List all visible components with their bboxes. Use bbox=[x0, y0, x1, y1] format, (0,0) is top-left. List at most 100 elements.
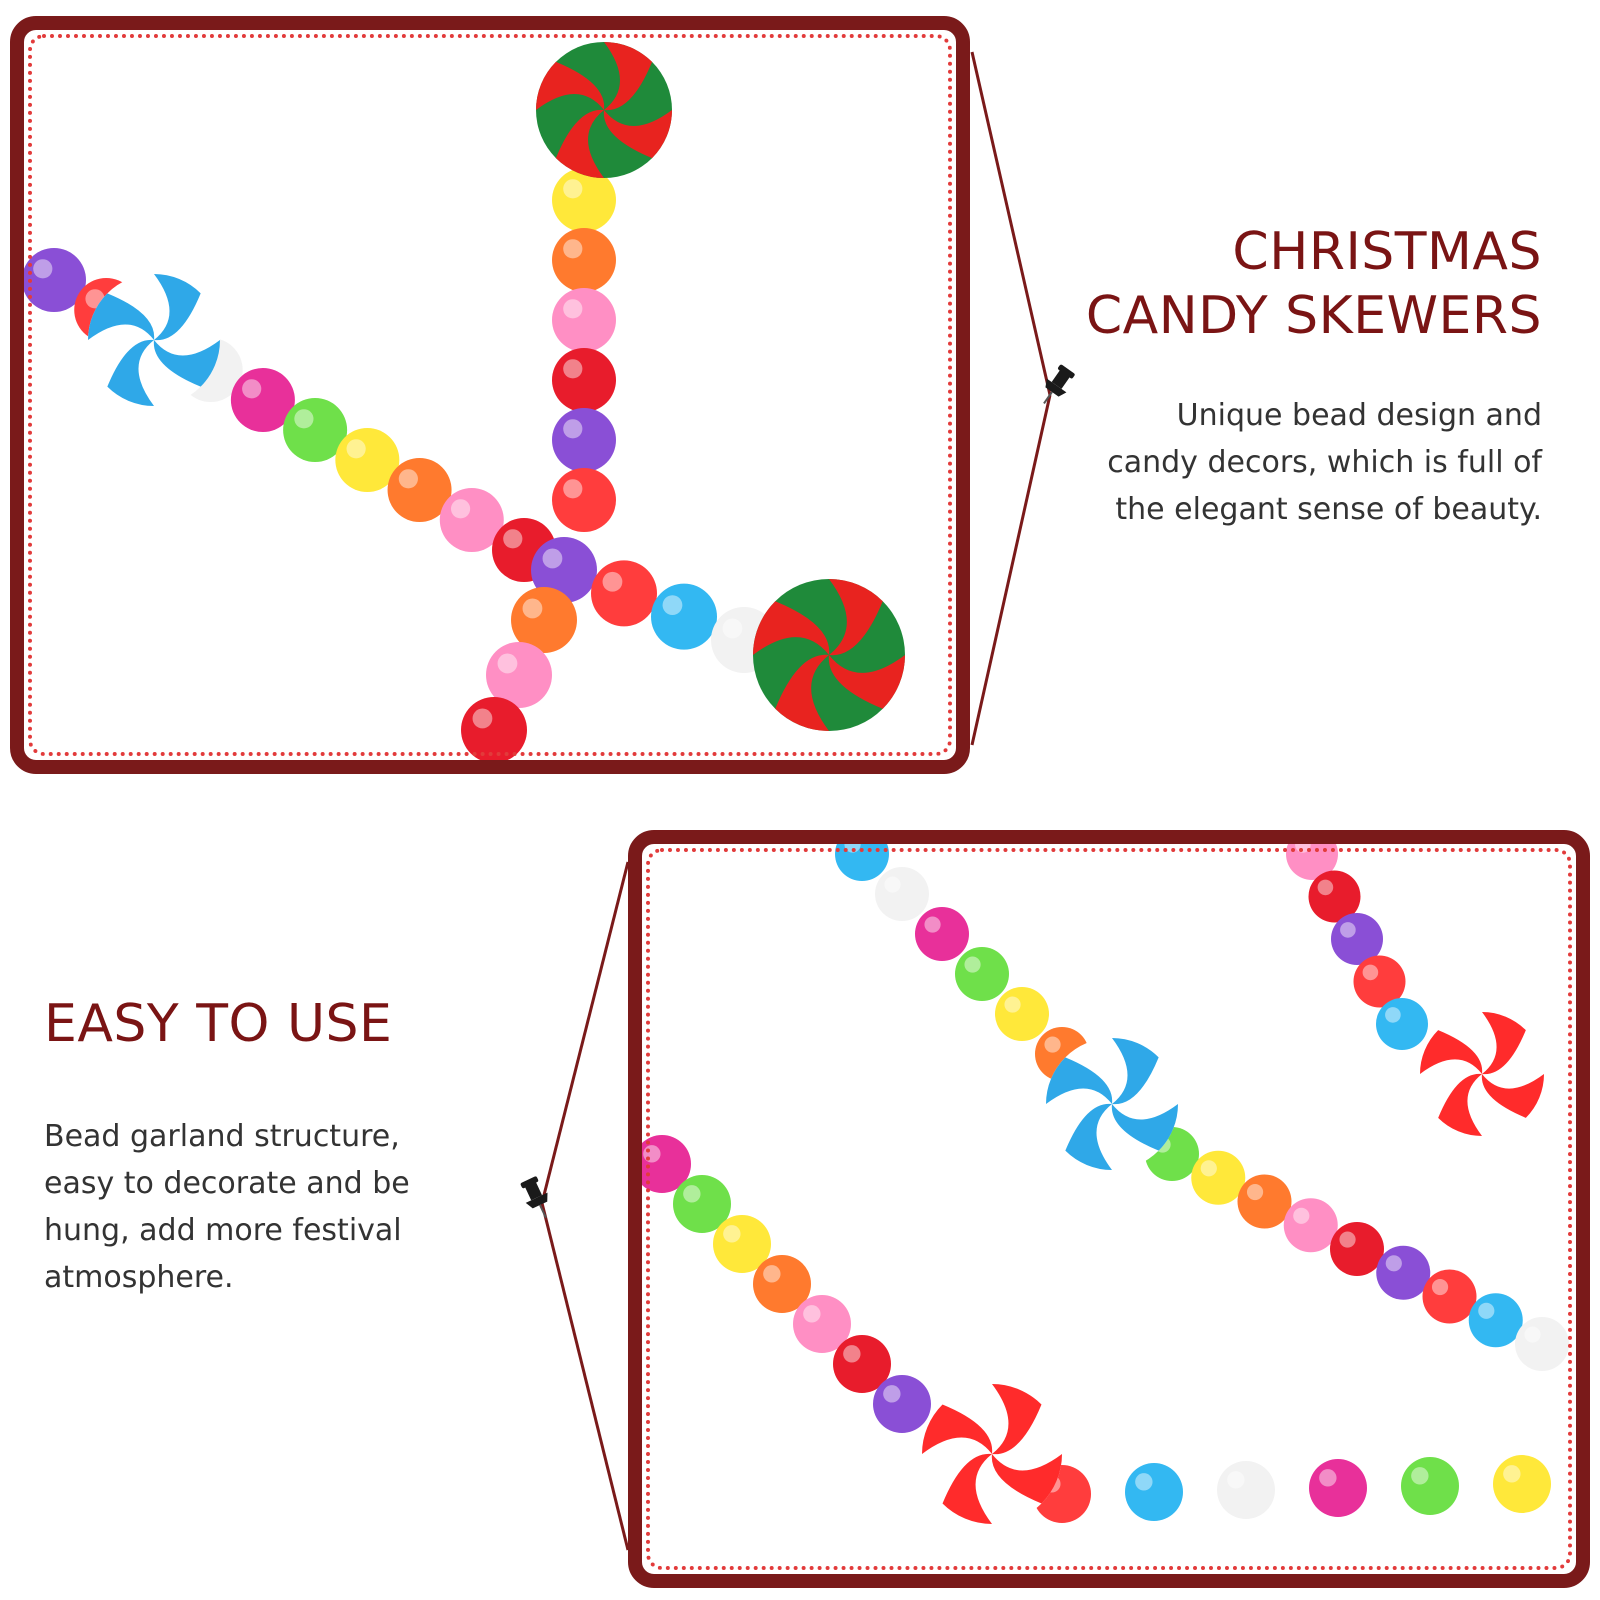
bead-highlight bbox=[1246, 1183, 1264, 1201]
bead bbox=[995, 987, 1049, 1041]
bead-highlight bbox=[883, 1385, 901, 1403]
product-photo-frame-bottom bbox=[628, 830, 1590, 1588]
bead-highlight bbox=[33, 259, 53, 279]
bead-highlight bbox=[924, 916, 941, 933]
swirl-candy bbox=[536, 42, 672, 178]
product-photo-frame-top bbox=[10, 16, 970, 774]
bead bbox=[552, 468, 616, 532]
bead-highlight bbox=[242, 379, 262, 399]
bead bbox=[1308, 870, 1361, 923]
bead-highlight bbox=[1339, 1231, 1356, 1248]
bead-highlight bbox=[497, 653, 518, 674]
bead bbox=[552, 168, 616, 232]
bead-highlight bbox=[884, 876, 901, 893]
bead-highlight bbox=[1431, 1278, 1449, 1296]
bead bbox=[1468, 1293, 1523, 1348]
description-line: atmosphere. bbox=[44, 1260, 234, 1295]
bead-highlight bbox=[503, 529, 523, 549]
bead-highlight bbox=[643, 1145, 661, 1163]
bead bbox=[1330, 1222, 1384, 1276]
bead-highlight bbox=[1362, 964, 1379, 981]
bead-highlight bbox=[1227, 1471, 1245, 1489]
bead bbox=[531, 537, 597, 603]
bead bbox=[461, 697, 527, 760]
bead bbox=[1283, 1198, 1338, 1253]
bead bbox=[1309, 1459, 1367, 1517]
bead bbox=[1237, 1174, 1292, 1229]
bead bbox=[1401, 1457, 1459, 1515]
bead bbox=[1125, 1463, 1183, 1521]
bead bbox=[1493, 1455, 1551, 1513]
bead-highlight bbox=[1340, 922, 1356, 938]
bead-highlight bbox=[1524, 1326, 1541, 1343]
bead bbox=[1217, 1461, 1275, 1519]
section-description-2: Bead garland structure, easy to decorate… bbox=[44, 1113, 464, 1301]
swirl-candy bbox=[1046, 1038, 1178, 1170]
bead bbox=[1376, 998, 1428, 1050]
bead bbox=[1331, 913, 1383, 965]
description-line: hung, add more festival bbox=[44, 1213, 402, 1248]
bead bbox=[793, 1295, 851, 1353]
bead-highlight bbox=[472, 708, 493, 729]
bead-highlight bbox=[1385, 1007, 1401, 1023]
bead-garland-photo-bottom bbox=[642, 844, 1569, 1524]
bead-highlight bbox=[1200, 1160, 1217, 1177]
bead bbox=[230, 368, 295, 432]
section-heading-christmas-candy-skewers: CHRISTMAS CANDY SKEWERS bbox=[1002, 220, 1542, 348]
bead-highlight bbox=[803, 1305, 821, 1323]
bead bbox=[873, 1375, 931, 1433]
bead-highlight bbox=[1411, 1467, 1429, 1485]
bead bbox=[1422, 1269, 1477, 1324]
bead bbox=[439, 488, 504, 552]
bead-highlight bbox=[1503, 1465, 1521, 1483]
bead bbox=[833, 1335, 891, 1393]
swirl-candy bbox=[753, 579, 905, 731]
bead-highlight bbox=[563, 239, 583, 259]
bead-highlight bbox=[1319, 1469, 1337, 1487]
bead-highlight bbox=[722, 618, 743, 639]
bead-highlight bbox=[662, 595, 683, 616]
bead bbox=[753, 1255, 811, 1313]
bead-highlight bbox=[1293, 1207, 1310, 1224]
bead bbox=[552, 408, 616, 472]
bead bbox=[835, 844, 889, 881]
section-description-1: Unique bead design and candy decors, whi… bbox=[1042, 392, 1542, 533]
bead bbox=[915, 907, 969, 961]
bead-highlight bbox=[763, 1265, 781, 1283]
bead bbox=[1515, 1317, 1569, 1371]
bead-highlight bbox=[1478, 1302, 1495, 1319]
bead bbox=[642, 1135, 691, 1193]
section-heading-easy-to-use: EASY TO USE bbox=[44, 994, 393, 1054]
bead-highlight bbox=[843, 1345, 861, 1363]
bead-highlight bbox=[1004, 996, 1021, 1013]
bead bbox=[552, 228, 616, 292]
bead-highlight bbox=[563, 359, 583, 379]
heading-line: CANDY SKEWERS bbox=[1085, 286, 1542, 346]
bead-highlight bbox=[563, 479, 583, 499]
bead-highlight bbox=[723, 1225, 741, 1243]
swirl-candy bbox=[88, 274, 220, 406]
bead-highlight bbox=[563, 299, 583, 319]
bead-highlight bbox=[346, 439, 366, 459]
bead-highlight bbox=[294, 409, 314, 429]
bead-highlight bbox=[1135, 1473, 1153, 1491]
bead-highlight bbox=[398, 469, 418, 489]
bead bbox=[713, 1215, 771, 1273]
heading-line: CHRISTMAS bbox=[1232, 222, 1542, 282]
bead-highlight bbox=[522, 598, 543, 619]
bead-highlight bbox=[964, 956, 981, 973]
bead-highlight bbox=[450, 499, 471, 519]
description-line: Unique bead design and bbox=[1176, 398, 1542, 433]
bead bbox=[1353, 955, 1406, 1008]
bead-garland-photo-top bbox=[24, 42, 905, 760]
bead bbox=[1286, 844, 1338, 880]
bead-highlight bbox=[602, 571, 623, 592]
bead bbox=[955, 947, 1009, 1001]
bead-highlight bbox=[1385, 1255, 1402, 1272]
bead bbox=[875, 867, 929, 921]
bead bbox=[335, 428, 400, 492]
bead-highlight bbox=[563, 419, 583, 439]
bead bbox=[1376, 1245, 1431, 1300]
bead bbox=[591, 560, 657, 627]
bead bbox=[1191, 1150, 1246, 1205]
